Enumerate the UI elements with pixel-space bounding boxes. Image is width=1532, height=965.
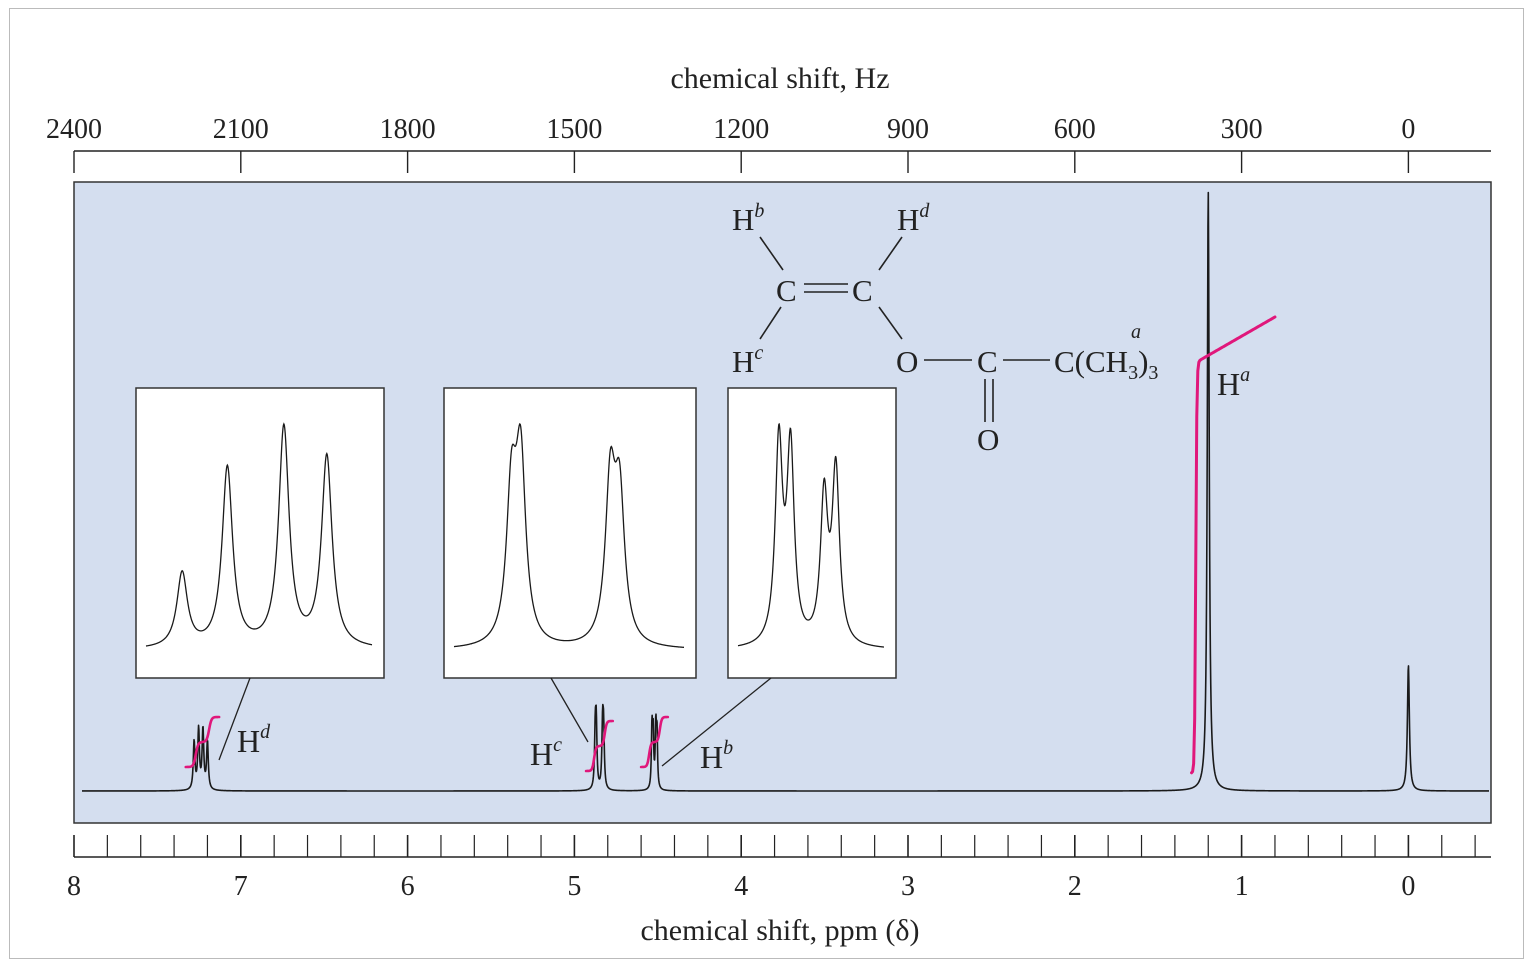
- chemical-structure: Hb Hd C C Hc O C C(CH3)3 a O: [732, 200, 1158, 457]
- leader-lines: [218, 677, 772, 767]
- bottom-tick-label: 4: [734, 871, 748, 902]
- leader-line-hd: [218, 677, 251, 761]
- bond-c-o: [878, 306, 903, 340]
- inset-hb: [727, 387, 897, 679]
- inset-box: [135, 387, 385, 679]
- atom-o-carbonyl: O: [977, 422, 999, 457]
- top-tick-label: 0: [1401, 114, 1415, 145]
- atom-c-left: C: [776, 273, 797, 308]
- bottom-tick-label: 8: [67, 871, 81, 902]
- bottom-axis: 8 7 6 5 4 3 2 1 0: [67, 835, 1491, 902]
- integral-curve: [1190, 315, 1277, 775]
- integral-curves: [184, 315, 1277, 775]
- leader-line-hb: [661, 677, 772, 767]
- atom-hb: Hb: [732, 200, 764, 237]
- inset-box: [443, 387, 697, 679]
- bond-hd-c: [878, 236, 903, 271]
- inset-hd: [135, 387, 385, 679]
- bond-c-hc: [759, 306, 782, 340]
- inset-group: [135, 387, 897, 679]
- integral-curve: [584, 719, 615, 773]
- top-tick-label: 600: [1054, 114, 1096, 145]
- bottom-tick-label: 2: [1068, 871, 1082, 902]
- atom-c-right: C: [852, 273, 873, 308]
- spectrum-trace: [81, 191, 1490, 792]
- peak-label-hc: Hc: [530, 734, 562, 772]
- peak-labels: Hd Hc Hb Ha: [237, 364, 1250, 775]
- inset-hc: [443, 387, 697, 679]
- inset-trace: [453, 422, 685, 648]
- atom-c-tbu: C(CH3)3: [1054, 344, 1158, 384]
- top-tick-label: 900: [887, 114, 929, 145]
- top-tick-label: 1800: [380, 114, 436, 145]
- peak-label-hb: Hb: [700, 737, 733, 775]
- ch3-label-a: a: [1131, 321, 1141, 343]
- bond-hb-c: [759, 236, 784, 271]
- atom-hd: Hd: [897, 200, 930, 237]
- bottom-tick-label: 7: [234, 871, 248, 902]
- inset-trace: [145, 422, 373, 647]
- atom-c-carbonyl: C: [977, 344, 998, 379]
- bottom-tick-label: 1: [1235, 871, 1249, 902]
- bottom-tick-label: 3: [901, 871, 915, 902]
- peak-label-hd: Hd: [237, 721, 271, 759]
- top-tick-label: 1500: [546, 114, 602, 145]
- top-tick-label: 2400: [46, 114, 102, 145]
- peak-label-ha: Ha: [1217, 364, 1250, 402]
- figure-frame: [9, 8, 1524, 959]
- top-tick-label: 2100: [213, 114, 269, 145]
- top-tick-label: 300: [1221, 114, 1263, 145]
- bonds: [759, 236, 1050, 422]
- inset-box: [727, 387, 897, 679]
- integral-curve: [184, 715, 221, 769]
- bottom-tick-label: 5: [567, 871, 581, 902]
- atom-o-ether: O: [896, 344, 918, 379]
- inset-trace: [737, 422, 885, 648]
- integral-curve: [639, 715, 670, 769]
- leader-line-hc: [550, 677, 589, 743]
- bottom-tick-label: 0: [1401, 871, 1415, 902]
- bottom-axis-title: chemical shift, ppm (δ): [640, 914, 919, 947]
- bottom-tick-label: 6: [401, 871, 415, 902]
- top-axis-title: chemical shift, Hz: [670, 62, 889, 95]
- top-tick-label: 1200: [713, 114, 769, 145]
- top-axis: 2400 2100 1800 1500 1200 900 600 300 0: [46, 114, 1491, 173]
- atom-hc: Hc: [732, 342, 763, 379]
